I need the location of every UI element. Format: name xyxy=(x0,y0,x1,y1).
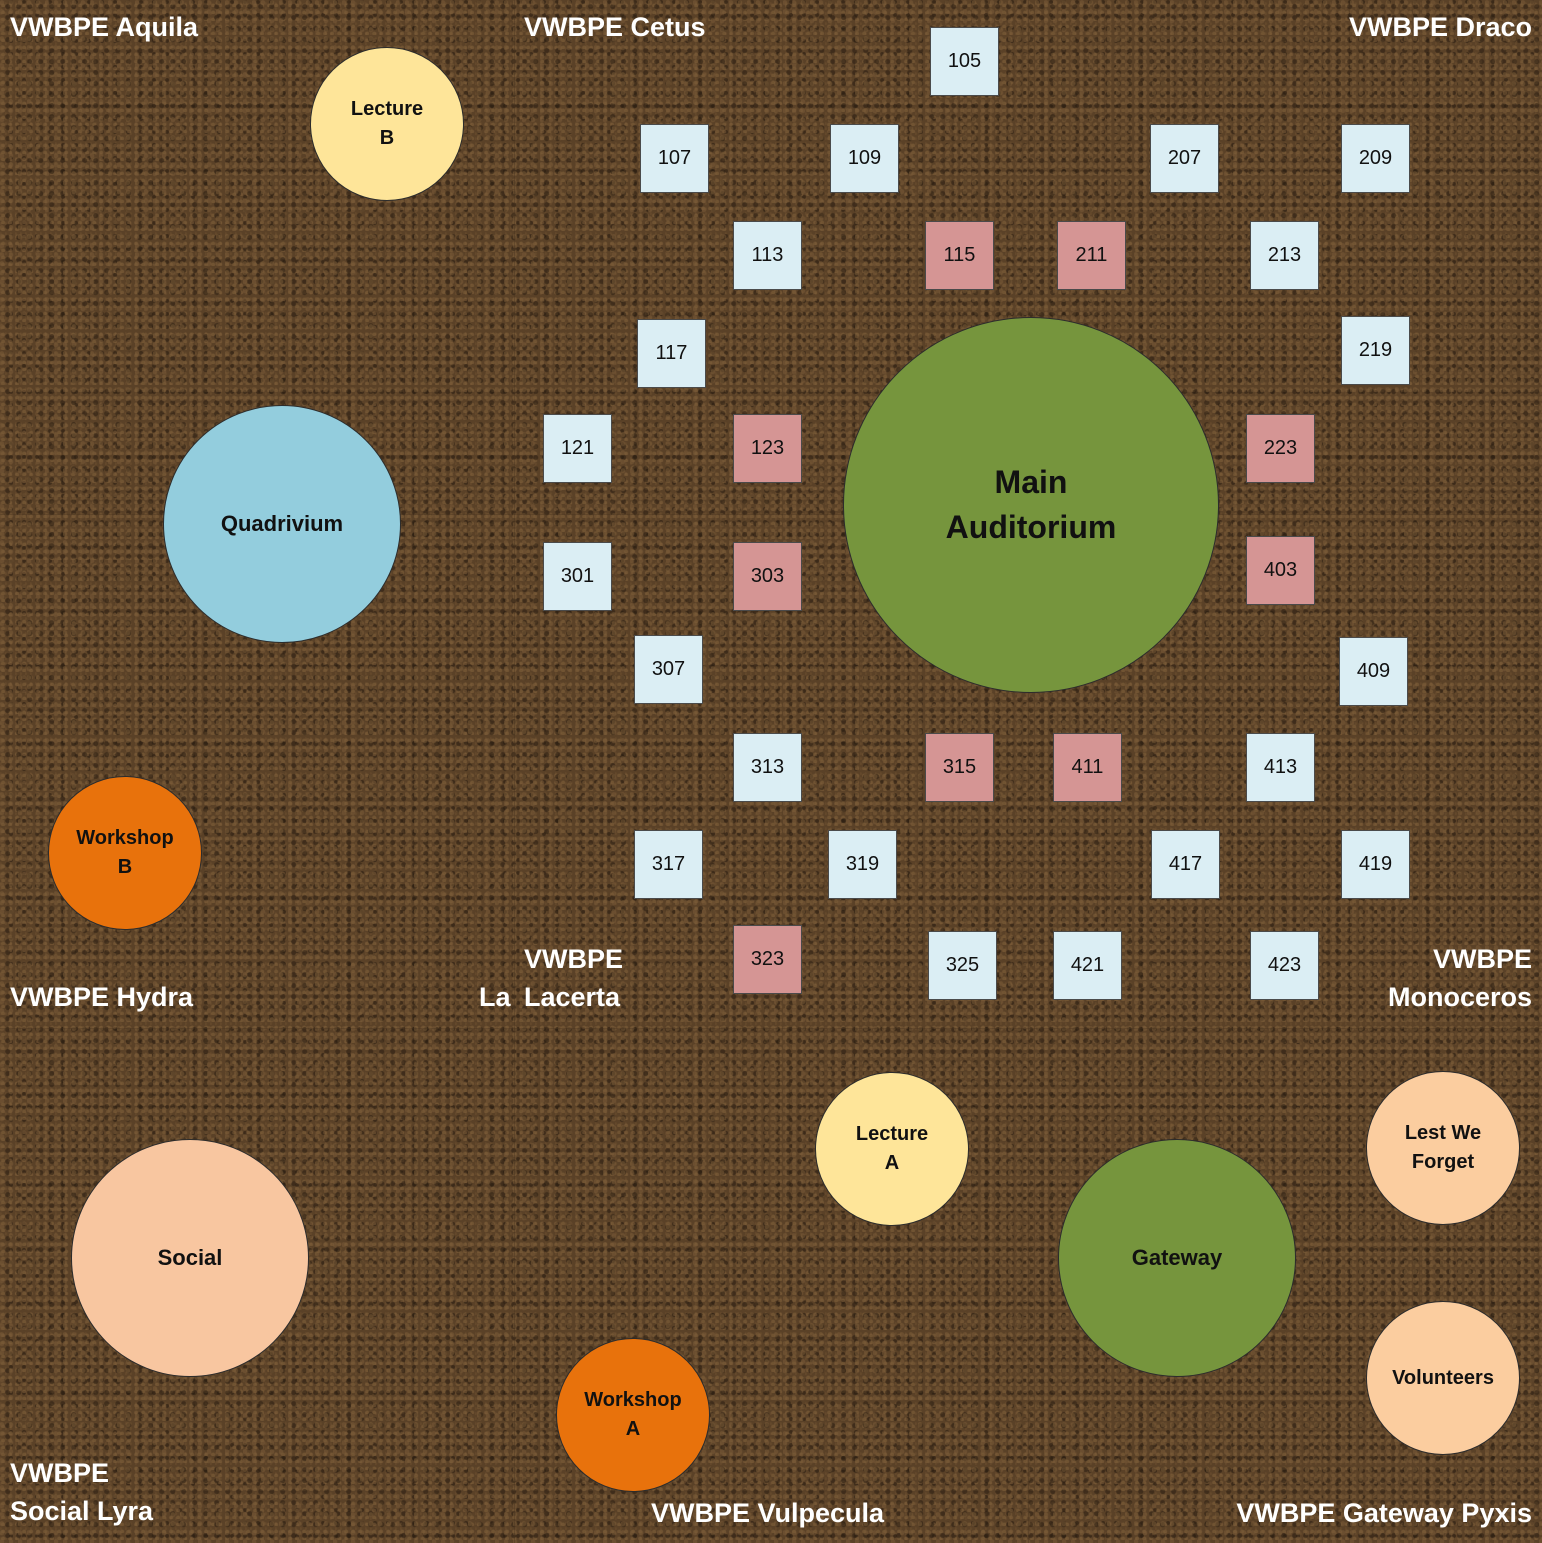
venue-label-line: Gateway xyxy=(1131,1245,1223,1271)
room-211: 211 xyxy=(1057,221,1126,290)
region-label-line: VWBPE Gateway Pyxis xyxy=(1236,1498,1532,1528)
venue-label-line: Lecture xyxy=(350,98,424,120)
region-label-line: Social Lyra xyxy=(10,1496,154,1526)
venue-label-line: Volunteers xyxy=(1392,1366,1494,1389)
room-107: 107 xyxy=(640,124,709,193)
room-419: 419 xyxy=(1341,830,1410,899)
venue-label-line: A xyxy=(884,1152,900,1174)
venue-lest-we-forget: Lest We Forget xyxy=(1366,1071,1520,1225)
region-label-line: VWBPE Draco xyxy=(1348,12,1532,42)
venue-volunteers: Volunteers xyxy=(1366,1301,1520,1455)
region-label-cetus: VWBPE Cetus xyxy=(524,8,706,46)
region-label-line: VWBPE xyxy=(10,1458,110,1488)
region-label-aquila: VWBPE Aquila xyxy=(10,8,198,46)
venue-label-line: B xyxy=(117,856,133,878)
region-label-line: VWBPE xyxy=(1432,944,1532,974)
region-border xyxy=(514,0,515,1543)
region-label-line: VWBPE Aquila xyxy=(10,12,199,42)
region-label-monoceros: VWBPE Monoceros xyxy=(1388,940,1532,1016)
room-313: 313 xyxy=(733,733,802,802)
region-label-line: VWBPE Vulpecula xyxy=(651,1498,885,1528)
region-border xyxy=(0,1028,1542,1029)
venue-label-line: Social xyxy=(157,1245,223,1271)
room-403: 403 xyxy=(1246,536,1315,605)
venue-label-line: Lecture xyxy=(855,1123,929,1145)
region-label-line: Monoceros xyxy=(1387,982,1532,1012)
room-121: 121 xyxy=(543,414,612,483)
region-label-line: VWBPE xyxy=(524,944,624,974)
region-label-draco: VWBPE Draco xyxy=(1349,8,1532,46)
room-409: 409 xyxy=(1339,637,1408,706)
venue-quadrivium: Quadrivium xyxy=(163,405,401,643)
room-209: 209 xyxy=(1341,124,1410,193)
room-113: 113 xyxy=(733,221,802,290)
room-325: 325 xyxy=(928,931,997,1000)
region-label-line: VWBPE Cetus xyxy=(524,12,706,42)
region-label-lyra: VWBPE Social Lyra xyxy=(10,1454,153,1530)
room-109: 109 xyxy=(830,124,899,193)
room-123: 123 xyxy=(733,414,802,483)
region-label-vulpecula: VWBPE Vulpecula xyxy=(651,1494,884,1532)
room-303: 303 xyxy=(733,542,802,611)
room-307: 307 xyxy=(634,635,703,704)
region-label-pyxis: VWBPE Gateway Pyxis xyxy=(1236,1494,1532,1532)
room-413: 413 xyxy=(1246,733,1315,802)
venue-label-line: Workshop xyxy=(584,1389,682,1411)
region-label-lacerta: VWBPE Lacerta xyxy=(524,940,623,1016)
venue-label-line: Quadrivium xyxy=(220,511,344,537)
region-label-hydra: VWBPE Hydra xyxy=(10,978,193,1016)
venue-label-line: Lest We xyxy=(1404,1122,1482,1144)
venue-label-line: Forget xyxy=(1411,1151,1475,1173)
venue-gateway: Gateway xyxy=(1058,1139,1296,1377)
room-105: 105 xyxy=(930,27,999,96)
venue-label-line: Workshop xyxy=(76,827,174,849)
room-421: 421 xyxy=(1053,931,1122,1000)
room-223: 223 xyxy=(1246,414,1315,483)
venue-social: Social xyxy=(71,1139,309,1377)
venue-label-line: Main xyxy=(994,464,1068,501)
room-317: 317 xyxy=(634,830,703,899)
room-315: 315 xyxy=(925,733,994,802)
room-423: 423 xyxy=(1250,931,1319,1000)
room-319: 319 xyxy=(828,830,897,899)
room-219: 219 xyxy=(1341,316,1410,385)
room-323: 323 xyxy=(733,925,802,994)
room-115: 115 xyxy=(925,221,994,290)
stray-label-fragment: La xyxy=(479,982,511,1012)
room-411: 411 xyxy=(1053,733,1122,802)
room-207: 207 xyxy=(1150,124,1219,193)
venue-label-line: B xyxy=(379,127,395,149)
region-label-line: Lacerta xyxy=(524,982,621,1012)
venue-label-line: Auditorium xyxy=(945,509,1117,545)
room-213: 213 xyxy=(1250,221,1319,290)
region-border xyxy=(0,514,1542,515)
room-301: 301 xyxy=(543,542,612,611)
room-417: 417 xyxy=(1151,830,1220,899)
venue-label-line: A xyxy=(625,1418,641,1440)
region-label-line: VWBPE Hydra xyxy=(10,982,194,1012)
region-border xyxy=(1028,0,1029,1543)
room-117: 117 xyxy=(637,319,706,388)
